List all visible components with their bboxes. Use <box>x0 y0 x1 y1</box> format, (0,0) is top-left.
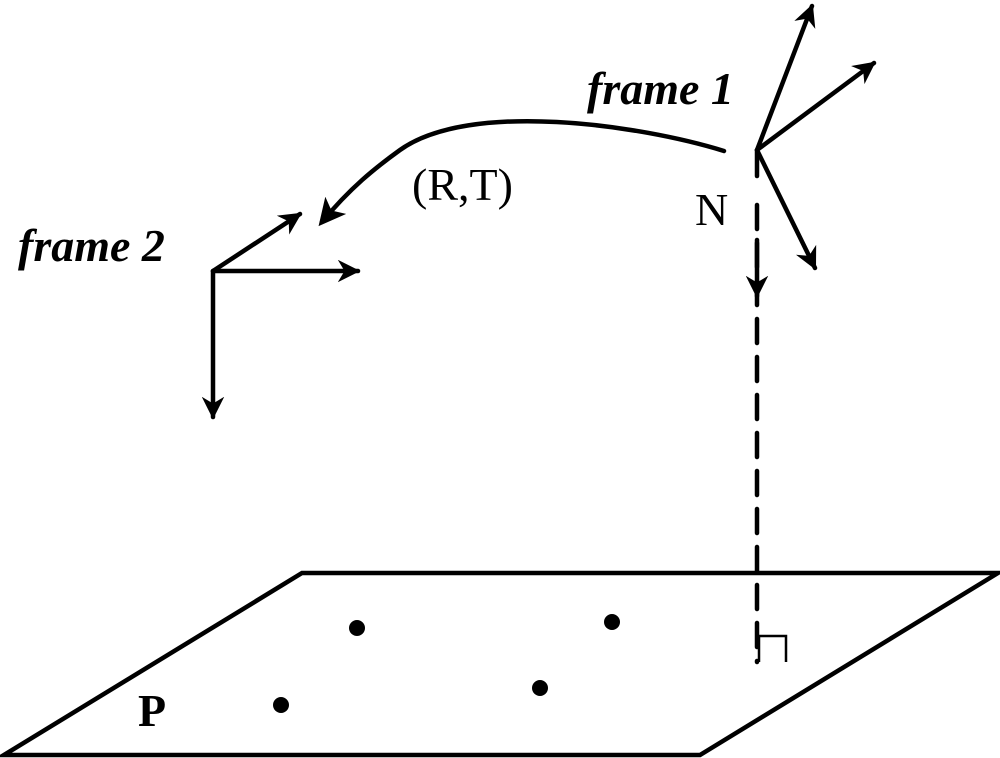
plane-point <box>273 697 289 713</box>
frame1-axis-down <box>754 147 818 271</box>
plane-p <box>0 570 1000 758</box>
frame1-label: frame 1 <box>587 63 734 114</box>
transform-curve-arrow <box>318 118 727 227</box>
plane-point <box>604 614 620 630</box>
frame2-label: frame 2 <box>18 220 165 271</box>
frame2-axis-diagonal <box>210 211 303 274</box>
frame2-axes <box>201 211 361 420</box>
frame1-axis-up <box>754 3 816 153</box>
frame1-axis-right <box>754 60 877 153</box>
frame1-axes <box>754 3 877 271</box>
normal-label: N <box>695 184 728 235</box>
right-angle-marker <box>757 634 788 662</box>
plane-point <box>532 680 548 696</box>
transform-label: (R,T) <box>412 159 513 210</box>
plane-points <box>273 614 620 713</box>
plane-label: P <box>138 685 166 736</box>
plane-point <box>349 620 365 636</box>
